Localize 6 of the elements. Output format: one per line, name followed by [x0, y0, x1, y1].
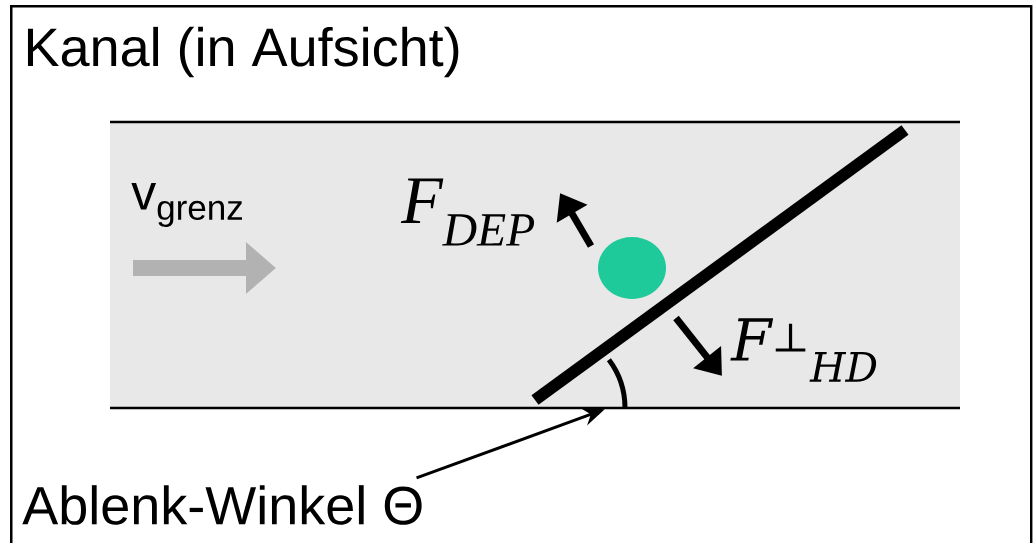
force-label: F$_{DEP}$ [400, 178, 535, 246]
angle-arc [606, 358, 628, 409]
force-label: F$^{⊥}$HD [730, 318, 877, 382]
velocity-label: v$_{grenz}$ [131, 183, 242, 227]
angle-label: Ablenk-Winkel Θ [22, 485, 422, 525]
title: Kanal (in Aufsicht) [27, 26, 459, 78]
